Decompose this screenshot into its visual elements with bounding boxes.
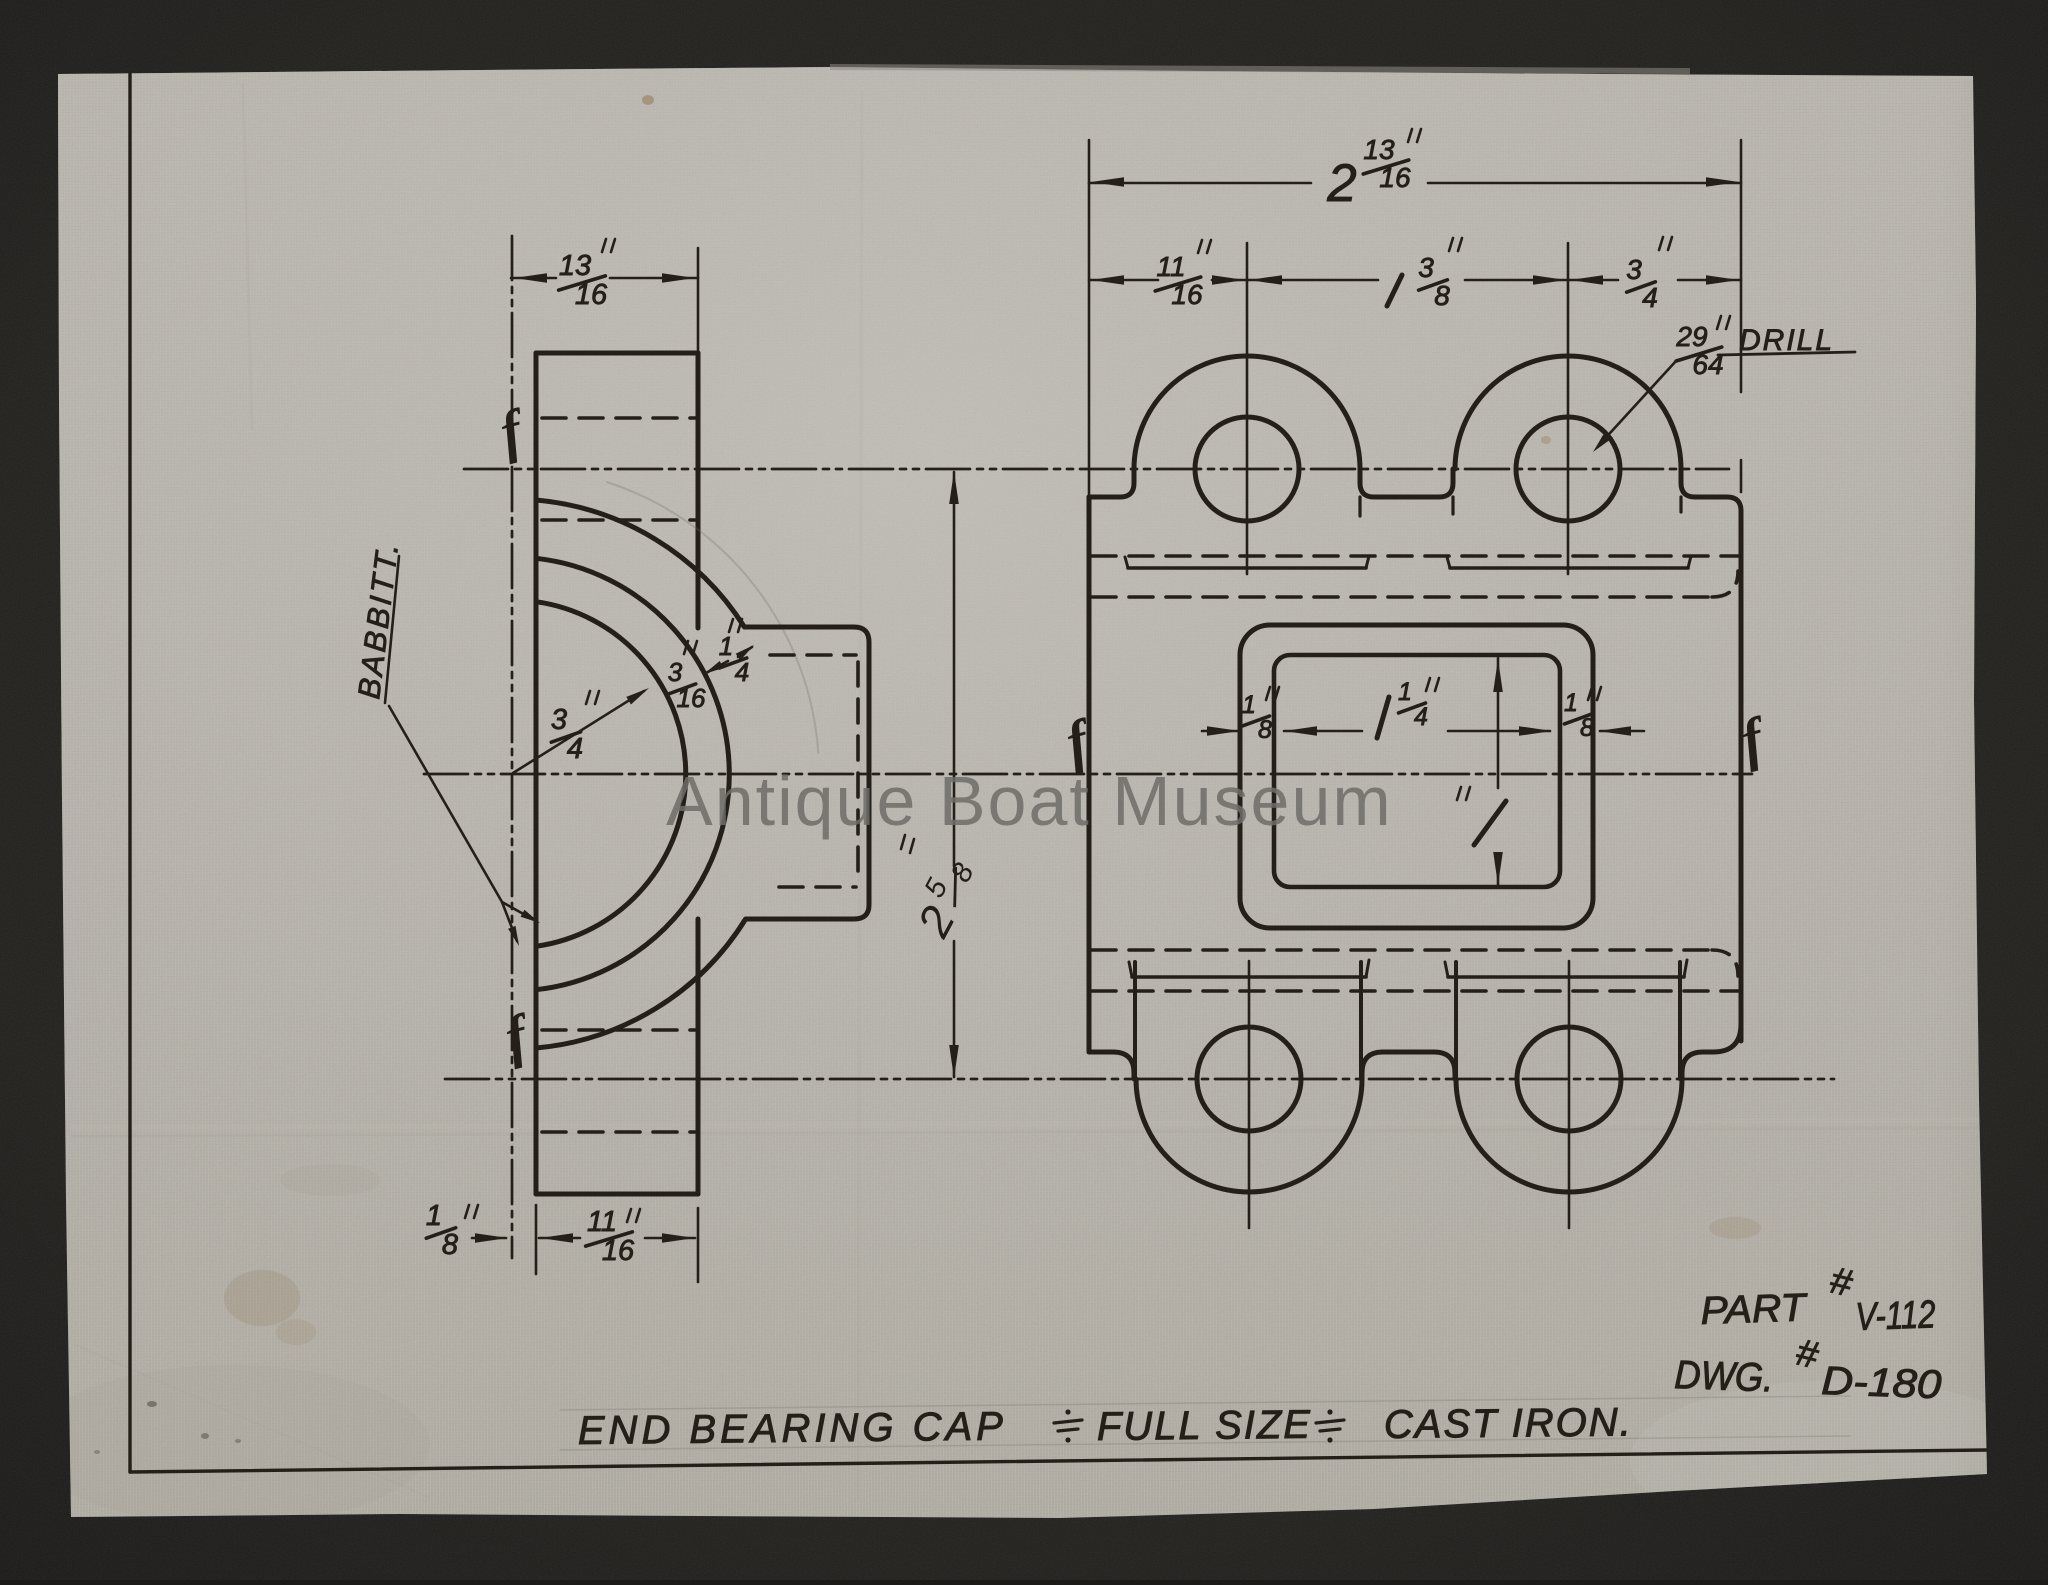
svg-text:13: 13 — [559, 250, 591, 282]
svg-text:8: 8 — [1258, 716, 1272, 744]
svg-text:8: 8 — [1434, 280, 1450, 311]
svg-text:3: 3 — [551, 704, 567, 736]
svg-text:4: 4 — [567, 733, 583, 765]
svg-text:2: 2 — [1326, 154, 1356, 213]
svg-text:1: 1 — [1242, 691, 1256, 719]
svg-text:8: 8 — [1580, 714, 1594, 742]
svg-text:Antique Boat Museum: Antique Boat Museum — [666, 762, 1393, 840]
svg-text:D-180: D-180 — [1821, 1359, 1942, 1407]
svg-text:3: 3 — [668, 657, 683, 687]
svg-text:8: 8 — [442, 1229, 458, 1261]
svg-text:16: 16 — [677, 683, 706, 713]
svg-text:DWG.: DWG. — [1674, 1353, 1774, 1400]
svg-text:V-112: V-112 — [1855, 1293, 1937, 1339]
svg-text:3: 3 — [1418, 252, 1434, 283]
svg-text:11: 11 — [1156, 251, 1185, 282]
svg-text:END BEARING CAP: END BEARING CAP — [578, 1405, 1007, 1453]
svg-text:4: 4 — [1642, 282, 1658, 313]
svg-text:DRILL: DRILL — [1739, 324, 1834, 357]
svg-text:29: 29 — [1675, 321, 1707, 352]
svg-text:4: 4 — [1414, 703, 1428, 731]
svg-text:13: 13 — [1363, 134, 1395, 165]
svg-text:64: 64 — [1692, 349, 1723, 380]
svg-text:16: 16 — [1379, 162, 1411, 193]
svg-text:1: 1 — [719, 631, 733, 661]
svg-text:1: 1 — [1398, 678, 1412, 706]
svg-text:4: 4 — [735, 657, 749, 687]
svg-text:11: 11 — [587, 1206, 617, 1238]
svg-text:3: 3 — [1626, 254, 1642, 285]
svg-text:PART: PART — [1700, 1286, 1810, 1333]
svg-text:1: 1 — [426, 1200, 442, 1232]
svg-text:CAST IRON.: CAST IRON. — [1384, 1400, 1633, 1447]
svg-text:16: 16 — [602, 1235, 635, 1267]
svg-text:16: 16 — [575, 279, 608, 311]
svg-text:FULL SIZE: FULL SIZE — [1097, 1403, 1313, 1449]
svg-text:16: 16 — [1171, 279, 1203, 310]
svg-text:1: 1 — [1564, 689, 1578, 717]
